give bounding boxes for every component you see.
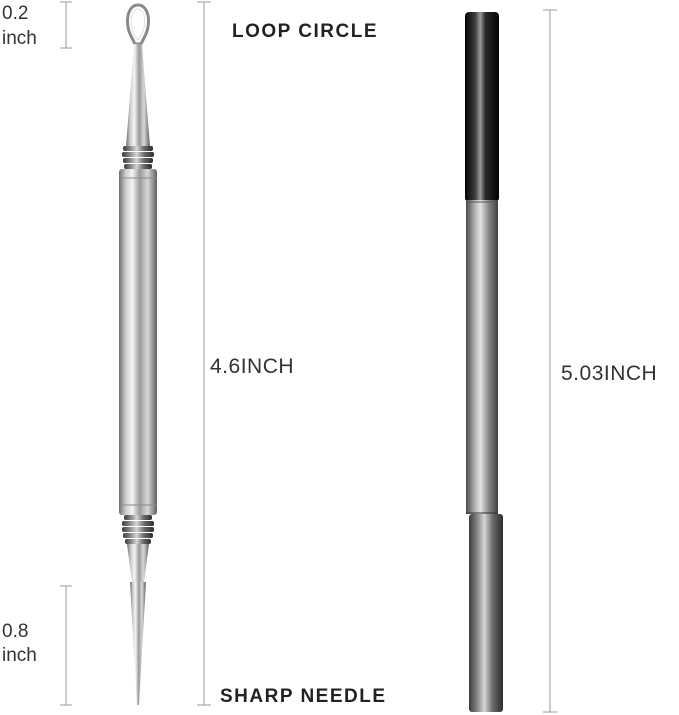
loop-size-unit: inch — [2, 28, 37, 49]
extractor-tool — [119, 3, 157, 705]
dimension-case-length — [543, 9, 557, 713]
dimension-needle — [60, 585, 72, 706]
needle-size-value: 0.8 — [2, 621, 29, 642]
storage-case — [465, 12, 503, 712]
loop-circle-label: LOOP CIRCLE — [232, 21, 378, 42]
dimension-loop — [60, 1, 72, 49]
tool-length-label: 4.6INCH — [210, 355, 295, 378]
dimension-tool-length — [197, 1, 211, 706]
needle-size-unit: inch — [2, 645, 37, 666]
sharp-needle-label: SHARP NEEDLE — [220, 686, 387, 707]
loop-size-value: 0.2 — [2, 3, 29, 24]
case-length-label: 5.03INCH — [561, 362, 658, 385]
